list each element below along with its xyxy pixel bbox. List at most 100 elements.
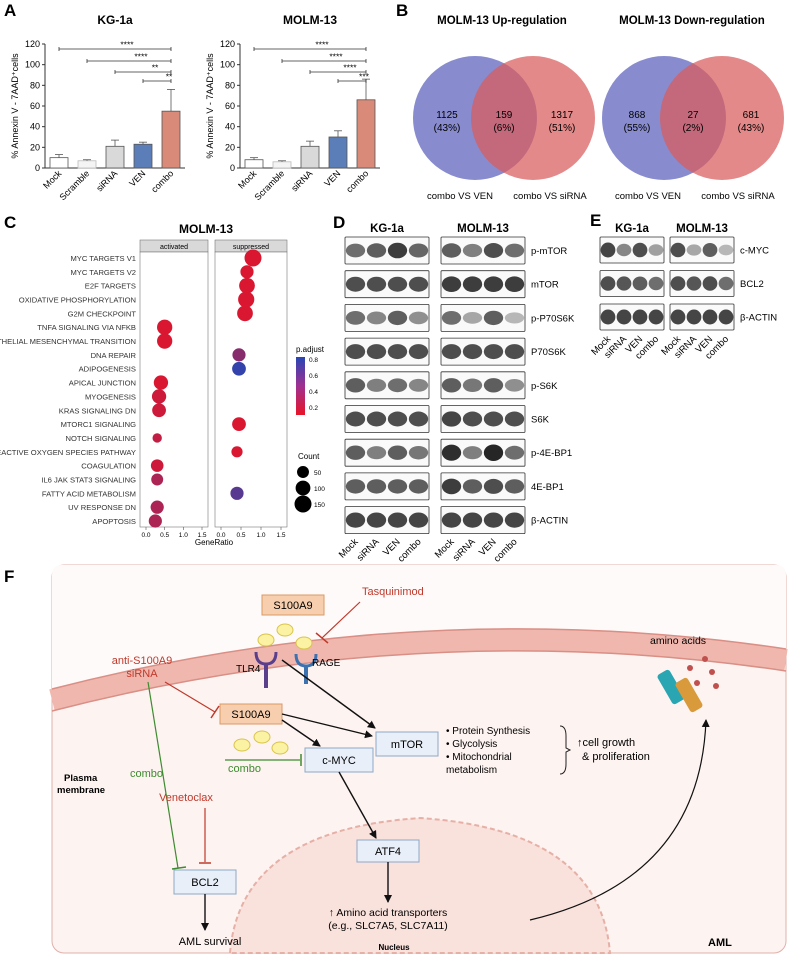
- venn-up-mid-pct: (6%): [493, 123, 514, 134]
- count-tick-label: 100: [314, 486, 325, 493]
- blot-band: [366, 243, 387, 258]
- blot-band: [504, 379, 525, 392]
- venn-up-right-circle: [471, 56, 595, 180]
- blot-band: [718, 276, 734, 291]
- pathway-label: DNA REPAIR: [91, 351, 137, 360]
- pathway-dot: [232, 361, 246, 376]
- blot-band: [387, 276, 408, 292]
- sirna-label: siRNA: [126, 668, 158, 680]
- blot-band: [686, 276, 702, 291]
- venn-down-right-label: combo VS siRNA: [701, 191, 775, 202]
- blot-band: [441, 243, 462, 258]
- pathway-label: KRAS SIGNALING DN: [59, 406, 136, 415]
- y-tick-label: 40: [30, 122, 40, 132]
- blot-frame: [599, 270, 665, 297]
- blot-band: [462, 378, 483, 393]
- pathway-label: MYOGENESIS: [85, 392, 136, 401]
- blot-band: [670, 309, 686, 325]
- x-axis-label: GeneRatio: [195, 538, 234, 547]
- x-tick-label: 0.5: [160, 532, 169, 539]
- venn-down-left-count: 868: [629, 110, 646, 121]
- panel-label-e: E: [590, 211, 601, 230]
- western-blot-e: KG-1aMocksiRNAVENcomboMOLM-13MocksiRNAVE…: [589, 223, 777, 362]
- venn-down-right-pct: (43%): [738, 123, 765, 134]
- significance-label: ****: [315, 40, 329, 50]
- blot-band: [718, 309, 734, 325]
- blot-band: [345, 512, 366, 528]
- membrane-outer-edge: [51, 628, 787, 690]
- protein-label: 4E-BP1: [531, 482, 564, 493]
- blot-frame: [669, 236, 735, 264]
- ligand-dot: [233, 738, 251, 752]
- combo-to-bcl2-bar: [171, 866, 187, 870]
- y-tick-label: 100: [25, 60, 40, 70]
- cell-line-title: MOLM-13: [676, 223, 728, 235]
- protein-label: S6K: [531, 415, 550, 426]
- pathway-dot: [150, 459, 164, 472]
- pathway-dot: [151, 473, 164, 486]
- tasquinimod-label: Tasquinimod: [362, 586, 424, 598]
- atf4-label: ATF4: [375, 846, 401, 858]
- bar: [49, 157, 69, 169]
- combo-label-1: combo: [130, 768, 163, 780]
- plasma-membrane: [49, 628, 788, 711]
- transporters-label-1: ↑ Amino acid transporters: [329, 907, 447, 919]
- panel-label-d: D: [333, 213, 345, 232]
- blot-band: [441, 512, 462, 528]
- count-legend-dot: [294, 495, 312, 513]
- bar: [161, 110, 181, 169]
- blot-band: [408, 311, 429, 325]
- s100a9-to-cmyc-arrow: [281, 719, 321, 747]
- significance-label: ***: [359, 72, 370, 82]
- blot-band: [408, 512, 429, 528]
- plasma-membrane-label-2: membrane: [57, 785, 105, 796]
- receptor-to-mtor-arrow: [281, 659, 376, 729]
- x-tick-label: siRNA: [289, 168, 314, 193]
- protein-label: p-4E-BP1: [531, 448, 572, 459]
- pathway-dot: [231, 446, 243, 458]
- padj-tick-label: 0.4: [309, 389, 318, 396]
- combo-to-bcl2-line: [147, 681, 179, 869]
- bar: [244, 159, 264, 169]
- blot-band: [345, 411, 366, 427]
- blot-band: [462, 512, 483, 528]
- ligand-dot: [257, 633, 275, 647]
- significance-label: ****: [343, 63, 357, 73]
- blot-band: [718, 244, 734, 256]
- blot-band: [702, 276, 718, 291]
- blot-band: [670, 242, 686, 258]
- lane-label: siRNA: [355, 536, 382, 563]
- y-tick-label: 100: [220, 60, 235, 70]
- blot-band: [387, 242, 408, 259]
- blot-band: [345, 445, 366, 460]
- venn-down-left-pct: (55%): [624, 123, 651, 134]
- y-tick-label: 20: [30, 142, 40, 152]
- protein-label: p-mTOR: [531, 246, 567, 257]
- blot-band: [441, 411, 462, 427]
- blot-band: [408, 445, 429, 460]
- s100a9-to-mtor-arrow: [281, 713, 373, 739]
- blot-band: [441, 276, 462, 293]
- significance-label: ****: [134, 52, 148, 62]
- blot-band: [504, 512, 525, 528]
- blot-band: [462, 243, 483, 258]
- aml-survival-label: AML survival: [179, 936, 242, 948]
- amino-acids-label: amino acids: [650, 635, 706, 647]
- cell-line-title: KG-1a: [370, 223, 404, 235]
- sirna-inhibit-bar: [210, 705, 220, 719]
- blot-frame: [440, 405, 526, 433]
- blot-band: [483, 512, 504, 528]
- blot-band: [387, 411, 408, 427]
- y-tick-label: 40: [225, 122, 235, 132]
- significance-label: **: [166, 72, 173, 82]
- pathway-dot: [148, 514, 162, 528]
- protein-label: P70S6K: [531, 347, 567, 358]
- y-tick-label: 80: [225, 80, 235, 90]
- protein-label: c-MYC: [740, 246, 769, 257]
- venn-up-left-label: combo VS VEN: [427, 191, 493, 202]
- venn-up-right-label: combo VS siRNA: [513, 191, 587, 202]
- y-tick-label: 80: [30, 80, 40, 90]
- blot-frame: [599, 236, 665, 264]
